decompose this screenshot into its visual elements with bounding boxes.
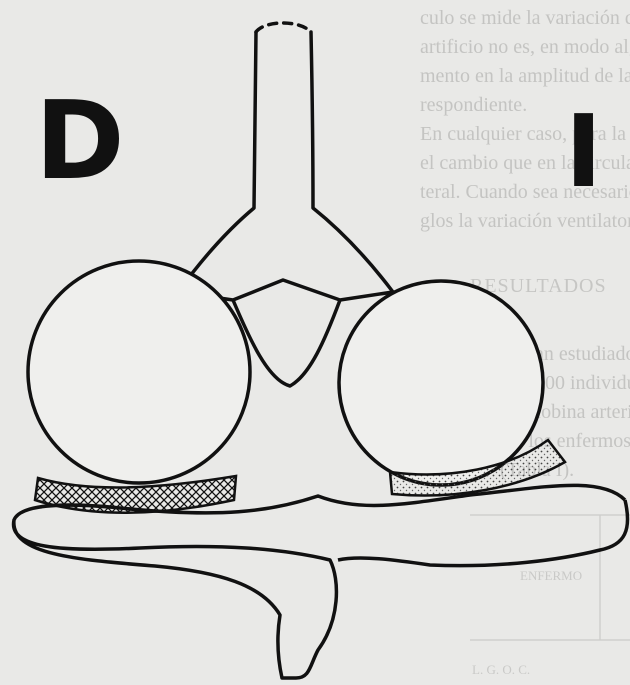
pelvis-outline: [338, 500, 628, 566]
label-right-side: D: [35, 88, 125, 196]
right-lung-circle: [28, 261, 250, 483]
diaphragm-outline: [14, 485, 625, 678]
trachea: [128, 23, 440, 296]
table-grid: [470, 515, 630, 640]
left-lung-circle: [339, 281, 543, 485]
label-left-side: I: [565, 102, 602, 202]
